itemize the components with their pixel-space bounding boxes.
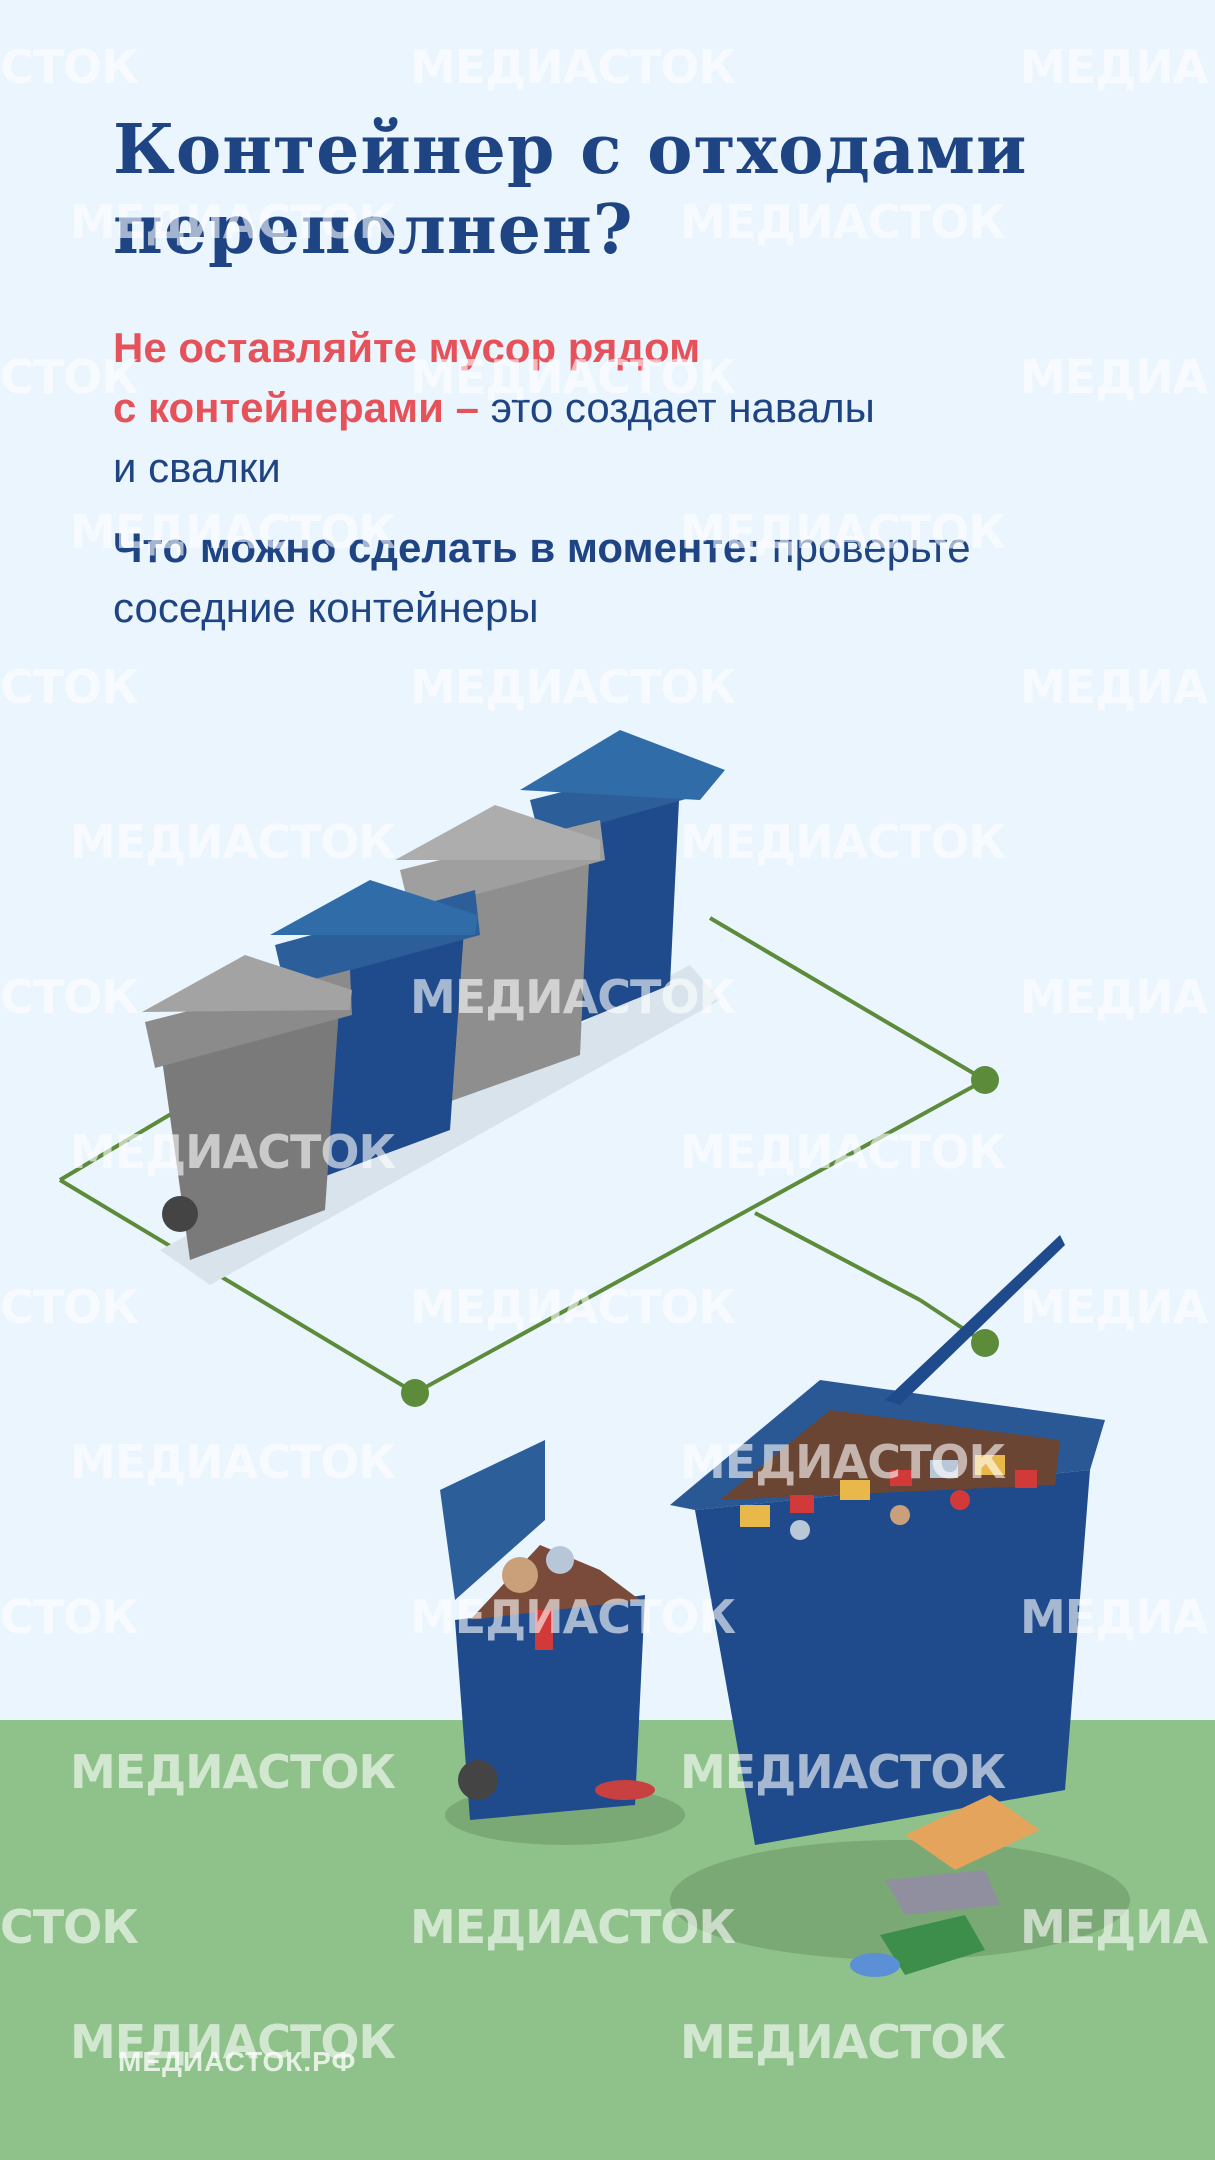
title-line-2: переполнен? xyxy=(113,190,634,270)
advice-accent-line-1: Не оставляйте мусор рядом xyxy=(113,324,701,371)
waste-containers-illustration xyxy=(58,730,1130,1977)
text-block: Контейнер с отходами переполнен? Не оста… xyxy=(113,110,1113,638)
advice-rest-line-3: и свалки xyxy=(113,444,281,491)
title-line-1: Контейнер с отходами xyxy=(113,110,1028,190)
trash-pile xyxy=(740,1455,1037,1540)
action-rest-line-1: проверьте xyxy=(760,524,971,571)
action-rest-line-2: соседние контейнеры xyxy=(113,584,539,631)
action-paragraph: Что можно сделать в моменте: проверьте с… xyxy=(113,518,1113,638)
sorted-bin-gray-front xyxy=(142,955,352,1260)
advice-accent-line-2: с контейнерами – xyxy=(113,384,479,431)
outline-node xyxy=(971,1329,999,1357)
watermark: МЕДИАСТОК xyxy=(410,40,736,94)
connection-outline xyxy=(58,916,990,1396)
outline-node xyxy=(401,1379,429,1407)
advice-rest-line-2: это создает навалы xyxy=(478,384,875,431)
footer-site-link[interactable]: МЕДИАСТОК.РФ xyxy=(118,2046,357,2077)
outline-node xyxy=(971,1066,999,1094)
page-title: Контейнер с отходами переполнен? xyxy=(113,110,1113,270)
small-overflowing-bin xyxy=(440,1440,685,1845)
watermark: СТОК xyxy=(0,40,139,94)
large-overflowing-container xyxy=(670,1235,1130,1977)
action-strong: Что можно сделать в моменте: xyxy=(113,524,761,571)
watermark: МЕДИА xyxy=(1020,40,1208,94)
advice-paragraph: Не оставляйте мусор рядом с контейнерами… xyxy=(113,318,1113,498)
